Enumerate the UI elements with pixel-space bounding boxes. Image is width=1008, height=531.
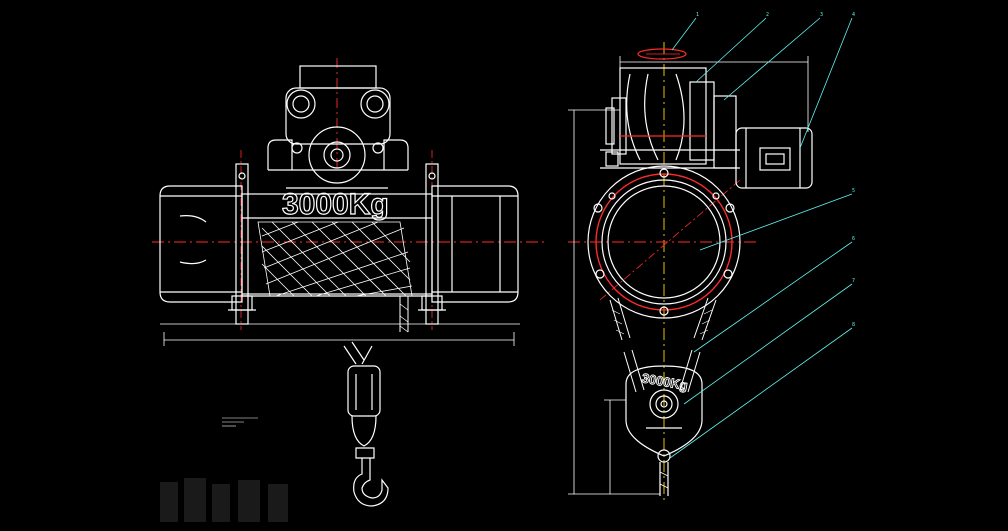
lifting-hook — [353, 458, 389, 507]
leader-number-3: 3 — [820, 12, 823, 18]
front-capacity-label: 3000Kg — [282, 188, 389, 221]
leader-number-2: 2 — [766, 12, 769, 18]
hook-block — [343, 341, 389, 507]
side-ropes — [609, 297, 717, 393]
side-dimensions — [568, 56, 809, 495]
wire-rope-drum — [257, 221, 413, 297]
leader-number-4: 4 — [852, 12, 855, 18]
leader-number-5: 5 — [852, 188, 855, 194]
side-view: 3000Kg — [568, 17, 853, 500]
leader-number-1: 1 — [696, 12, 699, 18]
front-view: 3000Kg — [152, 58, 548, 522]
trolley-wheel-right — [360, 89, 390, 119]
leader-number-7: 7 — [852, 278, 855, 284]
drive-hub — [308, 126, 366, 184]
drawing-note — [222, 417, 258, 427]
leader-numbers: 1 2 3 4 5 6 7 8 — [696, 12, 855, 328]
electric-motor — [735, 127, 813, 189]
rail-wheel — [637, 48, 687, 60]
drum-ring — [587, 165, 741, 319]
leader-number-6: 6 — [852, 236, 855, 242]
side-hook-block — [625, 365, 703, 496]
trolley-wheel-left — [286, 89, 316, 119]
side-trolley — [600, 67, 740, 169]
watermark-glyphs — [160, 478, 288, 522]
leader-lines — [669, 17, 853, 459]
trolley — [267, 65, 409, 189]
leader-number-8: 8 — [852, 322, 855, 328]
